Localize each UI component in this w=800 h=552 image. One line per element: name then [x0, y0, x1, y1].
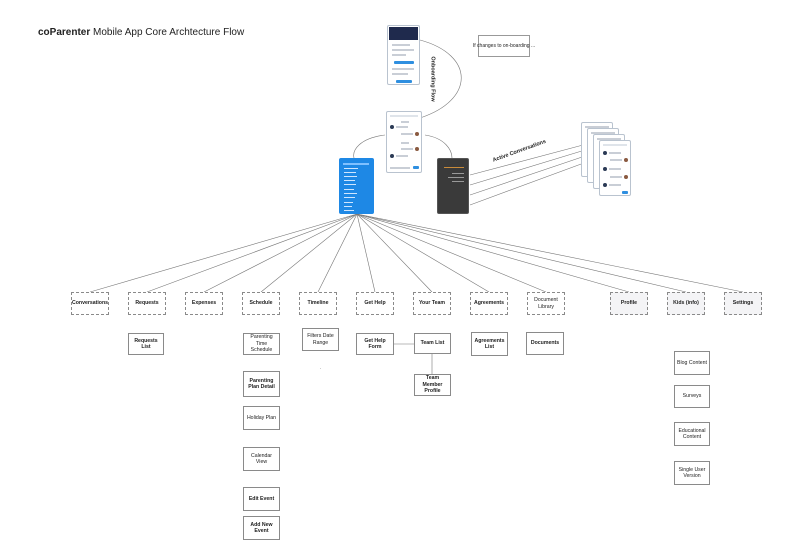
node-single-user-version: Single User Version — [674, 461, 710, 485]
node-settings: Settings — [724, 292, 762, 315]
active-conversation-screen — [599, 140, 631, 196]
node-schedule: Schedule — [242, 292, 280, 315]
node-parenting-time: Parenting Time Schedule — [243, 333, 280, 355]
node-blog-content: Blog Content — [674, 351, 710, 375]
node-requests: Requests — [128, 292, 166, 315]
node-timeline: Timeline — [299, 292, 337, 315]
node-your-team: Your Team — [413, 292, 451, 315]
onboarding-screen — [387, 25, 420, 85]
dark-screen — [437, 158, 469, 214]
stray-dot: . — [320, 365, 322, 371]
node-team-member-profile: Team Member Profile — [414, 374, 451, 396]
node-surveys: Surveys — [674, 385, 710, 408]
node-agreements-list: Agreements List — [471, 332, 508, 356]
node-profile: Profile — [610, 292, 648, 315]
node-kids: Kids (info) — [667, 292, 705, 315]
node-edit-event: Edit Event — [243, 487, 280, 511]
node-get-help: Get Help — [356, 292, 394, 315]
node-expenses: Expenses — [185, 292, 223, 315]
node-add-event: Add New Event — [243, 516, 280, 540]
node-conversations: Conversations — [71, 292, 109, 315]
node-document-library: Document Library — [527, 292, 565, 315]
onboarding-flow-label: Onboarding Flow — [429, 56, 436, 102]
node-educational-content: Educational Content — [674, 422, 710, 446]
node-parenting-plan: Parenting Plan Detail — [243, 371, 280, 397]
node-documents: Documents — [526, 332, 564, 355]
node-agreements: Agreements — [470, 292, 508, 315]
menu-screen — [339, 158, 374, 214]
node-team-list: Team List — [414, 333, 451, 354]
node-calendar-view: Calendar View — [243, 447, 280, 471]
node-requests-list: Requests List — [128, 333, 164, 355]
conversation-screen — [386, 111, 422, 173]
node-get-help-form: Get Help Form — [356, 333, 394, 355]
node-filters: Filters Date Range — [302, 328, 339, 351]
page-title: coParenter Mobile App Core Archtecture F… — [38, 27, 245, 38]
node-holiday-plan: Holiday Plan — [243, 406, 280, 430]
